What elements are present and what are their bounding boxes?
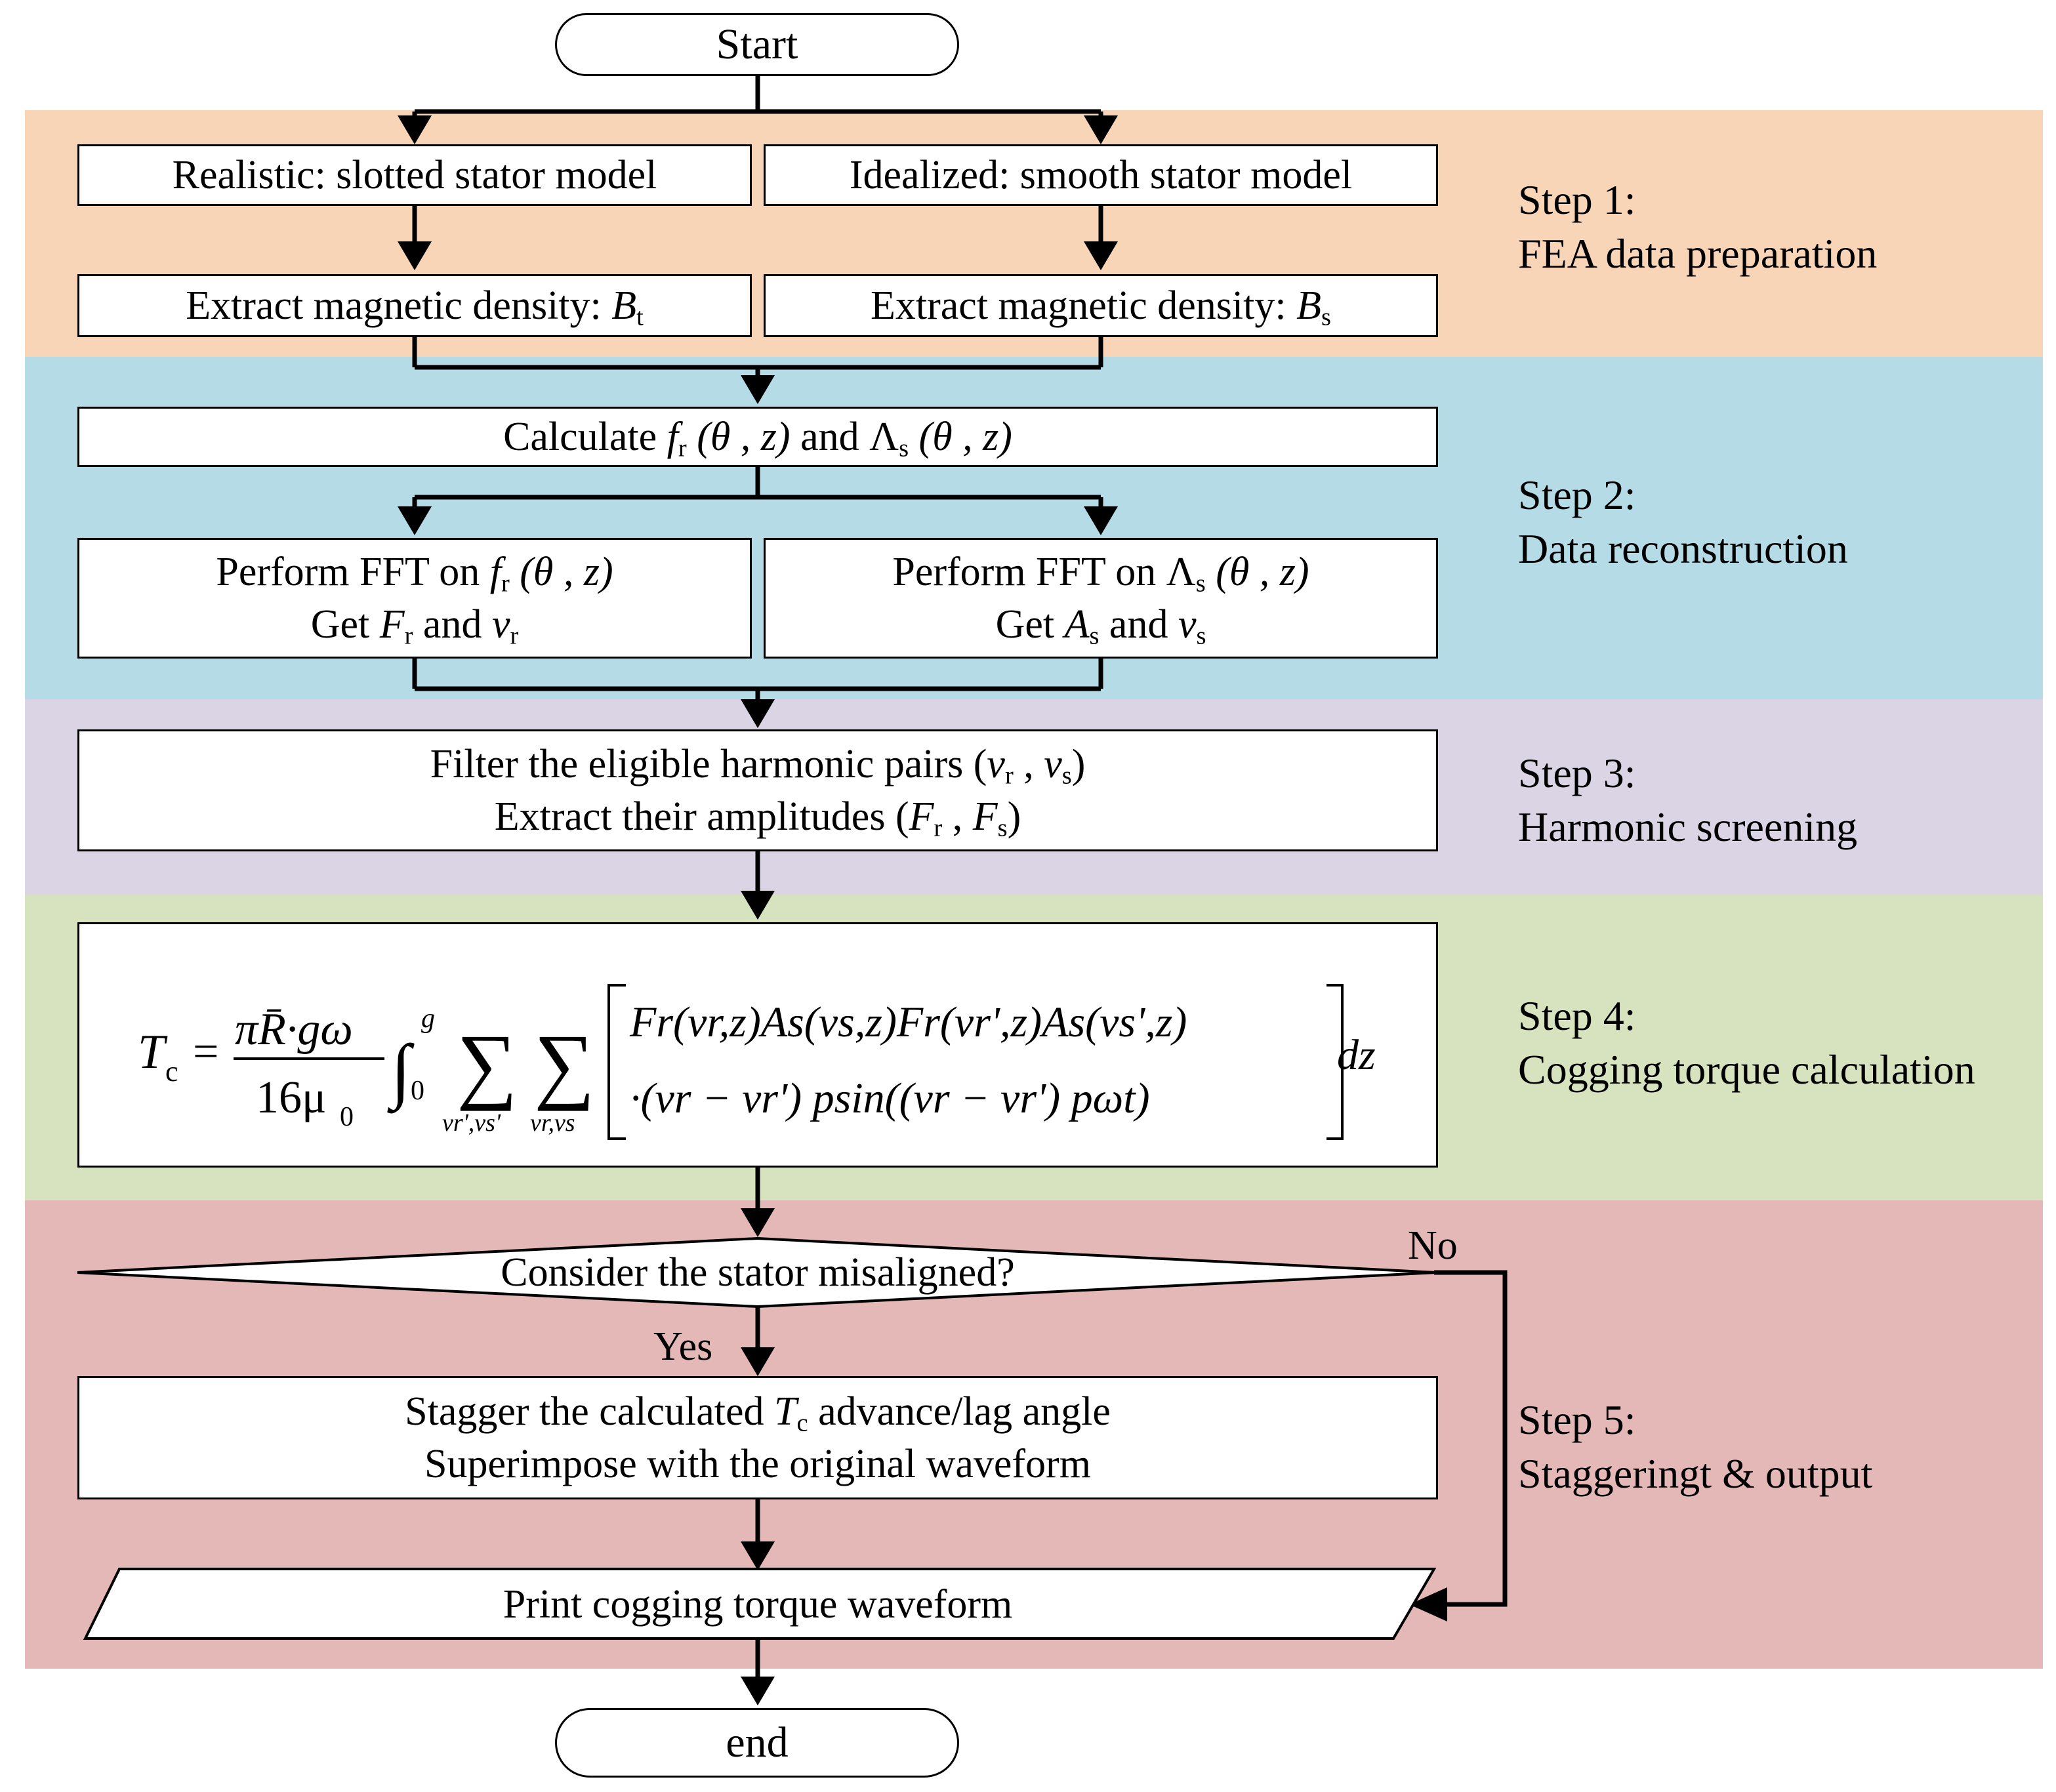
step1-number: Step 1: <box>1518 176 1636 223</box>
idealized-model-label: Idealized: smooth stator model <box>849 153 1353 197</box>
formula-bracket-right <box>1326 984 1344 1140</box>
print-label: Print cogging torque waveform <box>503 1582 1013 1627</box>
step4-caption: Step 4: Cogging torque calculation <box>1518 989 1975 1097</box>
extract-bs-label: Extract magnetic density: Bs <box>871 283 1331 331</box>
formula-integral: ∫ <box>387 1030 415 1114</box>
step5-title: Staggeringt & output <box>1518 1450 1873 1497</box>
filter-line2: Extract their amplitudes (Fr , Fs) <box>494 794 1021 842</box>
start-label: Start <box>716 20 798 68</box>
formula-row1: Fr(νr,z)As(νs,z)Fr(νr',z)As(νs',z) <box>629 998 1187 1046</box>
fft-lambda-line1: Perform FFT on Λs (θ , z) <box>892 550 1309 598</box>
formula-int-upper: g <box>421 1004 435 1034</box>
cogging-torque-formula: T c = πR̄·gω 16μ 0 ∫ g 0 ∑ νr',νs' ∑ νr,… <box>138 984 1376 1140</box>
filter-line1: Filter the eligible harmonic pairs (νr ,… <box>430 742 1086 790</box>
formula-denominator-sub: 0 <box>340 1102 354 1132</box>
step2-number: Step 2: <box>1518 472 1636 518</box>
stagger-line2: Superimpose with the original waveform <box>424 1442 1091 1486</box>
formula-sum1-sub: νr',νs' <box>442 1109 501 1137</box>
end-label: end <box>726 1719 789 1766</box>
start-terminal: Start <box>555 13 959 76</box>
connector-no-branch <box>1434 1270 1508 1607</box>
formula-equals: = <box>193 1027 218 1077</box>
decision-diamond <box>77 1236 1437 1309</box>
step1-title: FEA data preparation <box>1518 230 1878 277</box>
fft-fr-line1: Perform FFT on fr (θ , z) <box>216 550 613 598</box>
formula-tail: dz <box>1337 1031 1376 1079</box>
fft-fr-line2: Get Fr and νr <box>310 602 519 650</box>
formula-lhs: T <box>138 1025 168 1079</box>
end-terminal: end <box>555 1708 959 1778</box>
extract-bt-box: Extract magnetic density: Bt <box>77 274 752 337</box>
print-parallelogram <box>83 1568 1437 1640</box>
step4-number: Step 4: <box>1518 992 1636 1039</box>
step5-number: Step 5: <box>1518 1396 1636 1443</box>
filter-box: Filter the eligible harmonic pairs (νr ,… <box>77 729 1438 851</box>
arrow-head <box>398 115 432 144</box>
formula-row2: ·(νr − νr') psin((νr − νr') pωt) <box>630 1074 1150 1122</box>
stagger-box: Stagger the calculated Tc advance/lag an… <box>77 1376 1438 1499</box>
realistic-model-box: Realistic: slotted stator model <box>77 144 752 206</box>
step3-caption: Step 3: Harmonic screening <box>1518 746 1857 854</box>
realistic-model-label: Realistic: slotted stator model <box>172 153 657 197</box>
formula-sum2: ∑ <box>534 1017 595 1112</box>
extract-bt-label: Extract magnetic density: Bt <box>186 283 644 331</box>
step3-title: Harmonic screening <box>1518 804 1858 850</box>
stagger-line1: Stagger the calculated Tc advance/lag an… <box>405 1389 1111 1437</box>
idealized-model-box: Idealized: smooth stator model <box>764 144 1438 206</box>
formula-numerator: πR̄·gω <box>235 1004 353 1055</box>
step3-number: Step 3: <box>1518 750 1636 796</box>
formula-sum2-sub: νr,νs <box>530 1109 575 1137</box>
calculate-label: Calculate fr (θ , z) and Λs (θ , z) <box>503 415 1012 462</box>
formula-int-lower: 0 <box>411 1076 424 1106</box>
calculate-box: Calculate fr (θ , z) and Λs (θ , z) <box>77 407 1438 467</box>
formula-box <box>77 922 1438 1168</box>
no-label: No <box>1408 1223 1458 1268</box>
step1-caption: Step 1: FEA data preparation <box>1518 173 1877 281</box>
step4-title: Cogging torque calculation <box>1518 1046 1975 1093</box>
formula-lhs-sub: c <box>165 1055 178 1088</box>
step5-caption: Step 5: Staggeringt & output <box>1518 1393 1872 1501</box>
extract-bs-box: Extract magnetic density: Bs <box>764 274 1438 337</box>
yes-label: Yes <box>653 1324 713 1369</box>
formula-denominator: 16μ <box>256 1072 327 1123</box>
decision-label: Consider the stator misaligned? <box>501 1250 1015 1295</box>
step2-caption: Step 2: Data reconstruction <box>1518 468 1848 576</box>
formula-bracket-left <box>607 984 626 1140</box>
step2-title: Data reconstruction <box>1518 525 1848 572</box>
fft-lambda-line2: Get As and νs <box>995 602 1206 650</box>
formula-sum1: ∑ <box>457 1017 518 1112</box>
fft-lambda-box: Perform FFT on Λs (θ , z) Get As and νs <box>764 538 1438 659</box>
fft-fr-box: Perform FFT on fr (θ , z) Get Fr and νr <box>77 538 752 659</box>
